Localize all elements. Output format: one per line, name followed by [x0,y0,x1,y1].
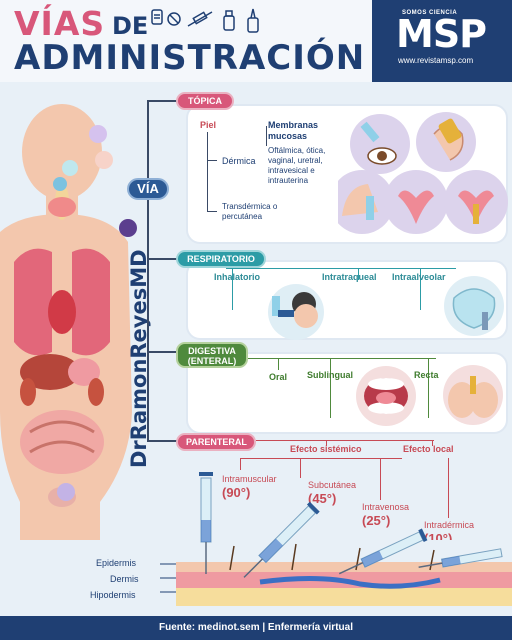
msp-logo[interactable]: SOMOS CIENCIA MSP www.revistamsp.com [372,0,512,82]
marker-eye [89,125,107,143]
stomach [68,358,100,386]
intramuscular-angle: (90°) [222,485,251,500]
logo-text: MSP [396,12,487,56]
efecto-local-label: Efecto local [403,444,454,454]
eye-drops-illustration [350,114,410,174]
title-administracion: ADMINISTRACIÓN [14,38,366,78]
medication-icons [151,8,259,33]
digestiva-label-line1: DIGESTIVA [188,346,236,356]
mouth-illustration [356,366,416,426]
dropper-bottle-icon [247,8,259,33]
pill-bottle-icon [151,9,163,25]
syringe-intramuscular [199,472,213,574]
syringe-icon [187,11,213,27]
syringe-intradermica [418,548,503,569]
intravenosa-label: Intravenosa [362,502,410,512]
epidermis-label: Epidermis [96,558,137,568]
via-root-badge: VÍA [127,178,169,200]
topica-illustrations [338,112,508,234]
intratraqueal-label: Intratraqueal [322,272,377,282]
inhalatorio-label: Inhalatorio [214,272,261,282]
marker-nose [62,160,78,176]
transdermica-label: Transdérmica o percutánea [222,202,278,221]
right-lung [72,248,110,356]
topica-badge: TÓPICA [176,92,234,110]
dermica-label: Dérmica [222,156,256,166]
human-body-illustration [0,104,137,616]
respiratorio-badge: RESPIRATORIO [176,250,266,268]
logo-url[interactable]: www.revistamsp.com [398,56,474,65]
membranas-label: Membranas mucosas [268,120,319,141]
membranas-detail: Oftálmica, ótica, vaginal, uretral, intr… [268,146,326,185]
title-de: DE [112,12,149,40]
marker-chest [119,219,137,237]
dermis-label: Dermis [110,574,139,584]
sublingual-label: Sublingual [307,370,353,380]
recta-label: Recta [414,370,439,380]
left-kidney [20,378,36,406]
liver [20,354,80,390]
subcutanea-angle: (45°) [308,491,337,506]
subcutanea-label: Subcutánea [308,480,357,490]
marker-mouth [53,177,67,191]
intramuscular-label: Intramuscular [222,474,277,484]
digestiva-label-line2: (ENTERAL) [187,356,237,366]
thyroid [48,197,76,217]
digestiva-badge: DIGESTIVA (ENTERAL) [176,342,248,368]
oxygen-mask-illustration [444,276,504,336]
heart [48,290,76,334]
hipodermis-label: Hipodermis [90,590,136,600]
intraalveolar-label: Intraalveolar [392,272,446,282]
skin-cross-section [0,540,512,616]
right-kidney [88,378,104,406]
head [22,104,102,200]
marker-ear [95,151,113,169]
efecto-sistemico-label: Efecto sistémico [290,444,362,454]
parenteral-badge: PARENTERAL [176,433,256,451]
piel-label: Piel [200,120,217,130]
title-vias: VÍAS [14,4,106,43]
syringe-subcutanea [243,501,320,578]
intravenosa-angle: (25°) [362,513,391,528]
spray-icon [223,10,235,31]
inhaler-illustration [268,284,324,340]
main-branch-line [147,100,149,440]
left-lung [14,248,52,356]
marker-urethra [57,483,75,501]
hipodermis-layer [176,588,512,606]
intradermica-label: Intradérmica [424,520,475,530]
rectal-illustration [443,365,503,425]
epidermis-layer [176,562,512,572]
syringes [199,472,503,578]
capsule-icon [167,12,181,26]
logo-tagline: SOMOS CIENCIA [402,10,458,16]
footer-source: Fuente: medinot.sem | Enfermería virtual [0,616,512,640]
syringe-intravenosa [338,528,428,575]
vein [259,575,441,589]
oral-label: Oral [269,372,288,382]
